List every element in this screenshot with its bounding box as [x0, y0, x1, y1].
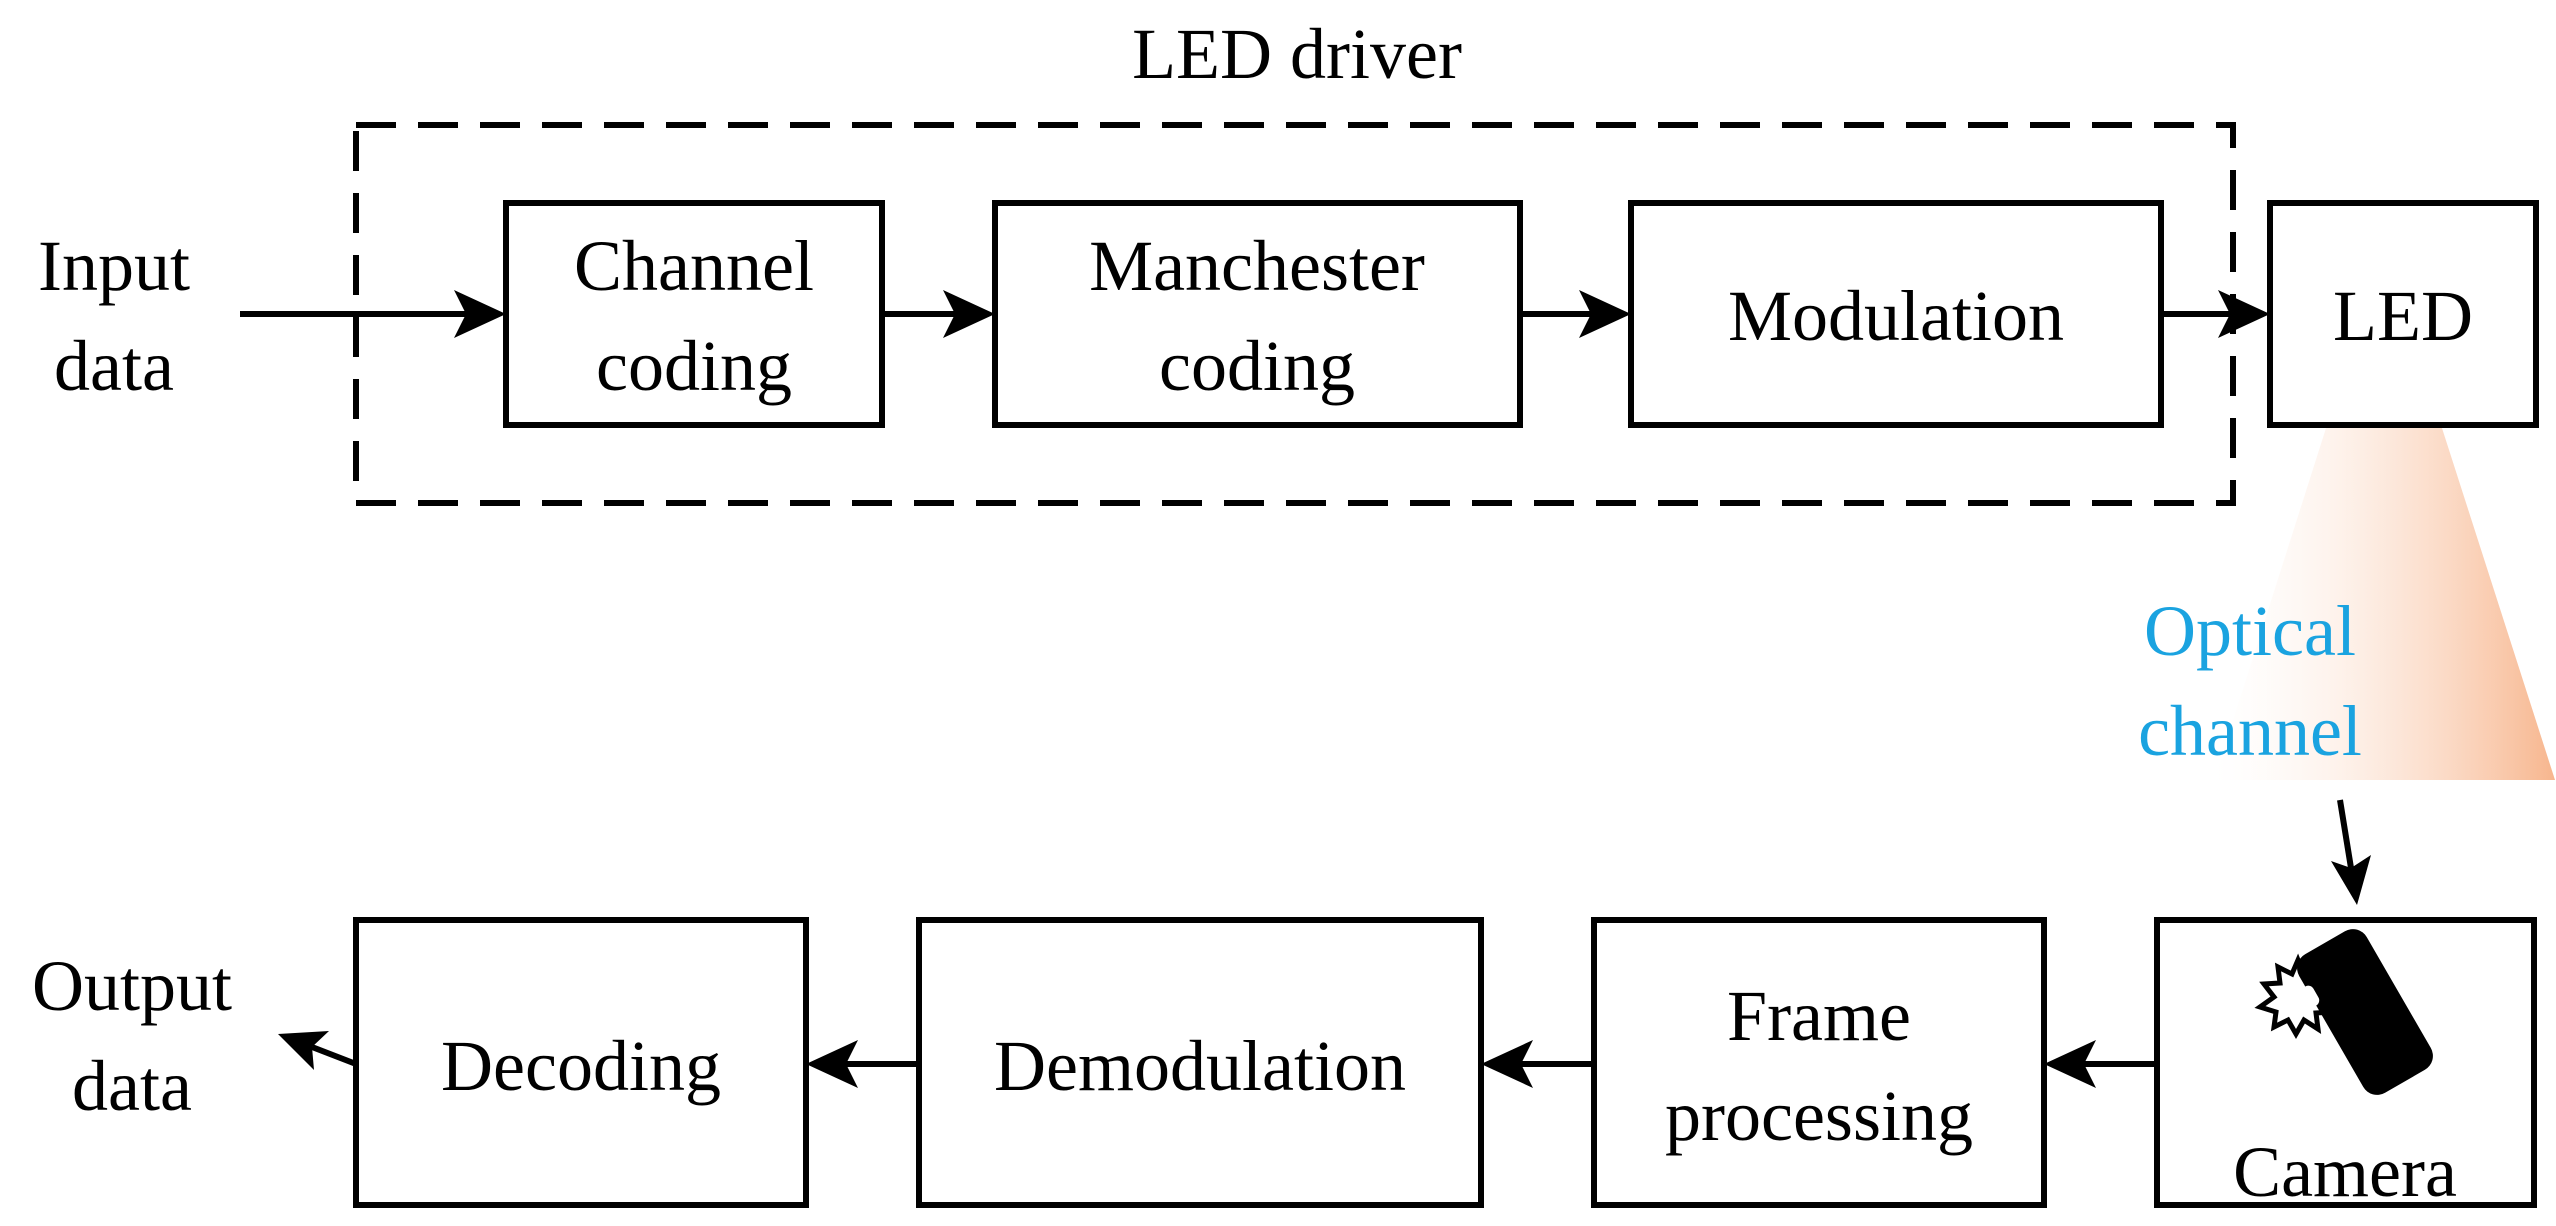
led-box: [2267, 200, 2539, 428]
camera-label: Camera: [2233, 1132, 2457, 1212]
decoding-box: [353, 917, 809, 1208]
smartphone-camera-flash-icon: [2254, 929, 2433, 1095]
manchester-coding-label-line1: Manchester: [1089, 226, 1425, 306]
demodulation-label: Demodulation: [994, 1026, 1406, 1106]
arrow-camera-to-frame-processing: [2044, 1040, 2157, 1088]
input-data-label-line1: Input: [38, 226, 190, 306]
optical-channel-label-line1: Optical: [2144, 591, 2356, 671]
arrow-optical-to-camera: [2331, 799, 2371, 905]
arrow-decoding-to-output: [278, 1031, 358, 1070]
modulation-label: Modulation: [1728, 276, 2064, 356]
optical-channel-label-line2: channel: [2138, 691, 2362, 771]
manchester-coding-label-line2: coding: [1159, 326, 1355, 406]
decoding-label: Decoding: [441, 1026, 721, 1106]
led-label: LED: [2333, 276, 2473, 356]
input-data-label-line2: data: [54, 326, 174, 406]
arrow-demodulation-to-decoding: [806, 1040, 919, 1088]
channel-coding-label-line2: coding: [596, 326, 792, 406]
frame-processing-box: [1591, 917, 2047, 1208]
output-data-label-line2: data: [72, 1046, 192, 1126]
demodulation-box: [916, 917, 1484, 1208]
channel-coding-label-line1: Channel: [574, 226, 814, 306]
arrow-channel-to-manchester: [882, 290, 995, 338]
frame-processing-label-line1: Frame: [1727, 976, 1911, 1056]
frame-processing-label-line2: processing: [1665, 1076, 1973, 1156]
light-beam: [2214, 425, 2555, 780]
modulation-box: [1628, 200, 2164, 428]
led-driver-label: LED driver: [1132, 14, 1462, 94]
arrow-frame-processing-to-demodulation: [1481, 1040, 1594, 1088]
arrow-manchester-to-modulation: [1520, 290, 1631, 338]
output-data-label-line1: Output: [32, 946, 232, 1026]
arrow-input-to-channel-coding: [240, 290, 506, 338]
arrow-modulation-to-led: [2161, 290, 2270, 338]
